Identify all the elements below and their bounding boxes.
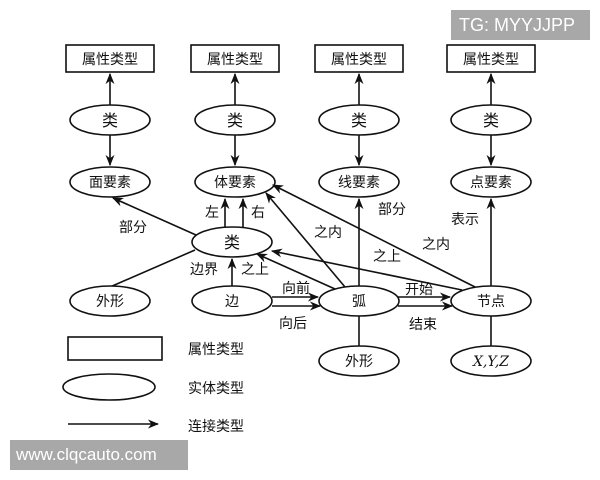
attribute-label-4: 属性类型: [463, 52, 519, 68]
element-ellipse-face: [69, 166, 151, 198]
attribute-box-3: [314, 44, 404, 73]
edge-label: 边: [225, 294, 239, 310]
element-ellipse-line: [318, 166, 400, 198]
arc-shape-label: 外形: [345, 354, 373, 370]
legend-label-entity: 实体类型: [188, 381, 244, 397]
watermark-top-right: TG: MYYJJPP: [451, 10, 590, 40]
element-label-face: 面要素: [89, 175, 131, 191]
class-label-3: 类: [351, 111, 367, 130]
legend-label-connection: 连接类型: [188, 418, 244, 435]
edge-label-within-node: 之内: [422, 237, 450, 253]
class-label-2: 类: [227, 111, 243, 130]
edge-label-forward: 向前: [282, 280, 310, 297]
element-label-body: 体要素: [214, 175, 256, 191]
edge-label-part-line: 部分: [378, 202, 406, 218]
shape-ellipse-left: [69, 285, 151, 317]
central-class-label: 类: [224, 233, 240, 252]
attribute-label-1: 属性类型: [82, 52, 138, 68]
edge-label-right: 右: [251, 205, 265, 221]
edge-label-backward: 向后: [279, 316, 307, 332]
legend-rectangle-icon: [67, 336, 163, 361]
element-label-point: 点要素: [470, 175, 512, 191]
coords-label: X,Y,Z: [472, 354, 509, 370]
element-ellipse-body: [194, 166, 276, 198]
attribute-box-2: [190, 44, 280, 73]
watermark-bottom-left: www.clqcauto.com: [10, 440, 188, 470]
central-class-ellipse: [191, 226, 273, 258]
arc-label: 弧: [352, 294, 366, 310]
edge-label-above-node: 之上: [373, 249, 401, 265]
attribute-box-4: [446, 44, 536, 73]
attribute-box-1: [65, 44, 155, 73]
legend-ellipse-icon: [62, 373, 156, 401]
edge-label-left: 左: [205, 205, 219, 221]
class-label-1: 类: [102, 111, 118, 130]
edge-label-within-arc: 之内: [314, 225, 342, 241]
class-label-4: 类: [483, 111, 499, 130]
attribute-label-2: 属性类型: [207, 52, 263, 68]
edge-label-boundary: 边界: [190, 262, 218, 278]
legend-label-attribute: 属性类型: [188, 342, 244, 358]
attribute-label-3: 属性类型: [331, 52, 387, 68]
edge-label-end: 结束: [409, 317, 437, 333]
edge-label-start: 开始: [405, 282, 433, 298]
shape-label-left: 外形: [96, 294, 124, 310]
edge-label-above-edge: 之上: [241, 262, 269, 278]
element-ellipse-point: [450, 166, 532, 198]
node-label: 节点: [477, 294, 505, 310]
edge-label-represent: 表示: [451, 212, 479, 228]
edge-label-part-face: 部分: [119, 220, 147, 236]
element-label-line: 线要素: [338, 175, 380, 191]
